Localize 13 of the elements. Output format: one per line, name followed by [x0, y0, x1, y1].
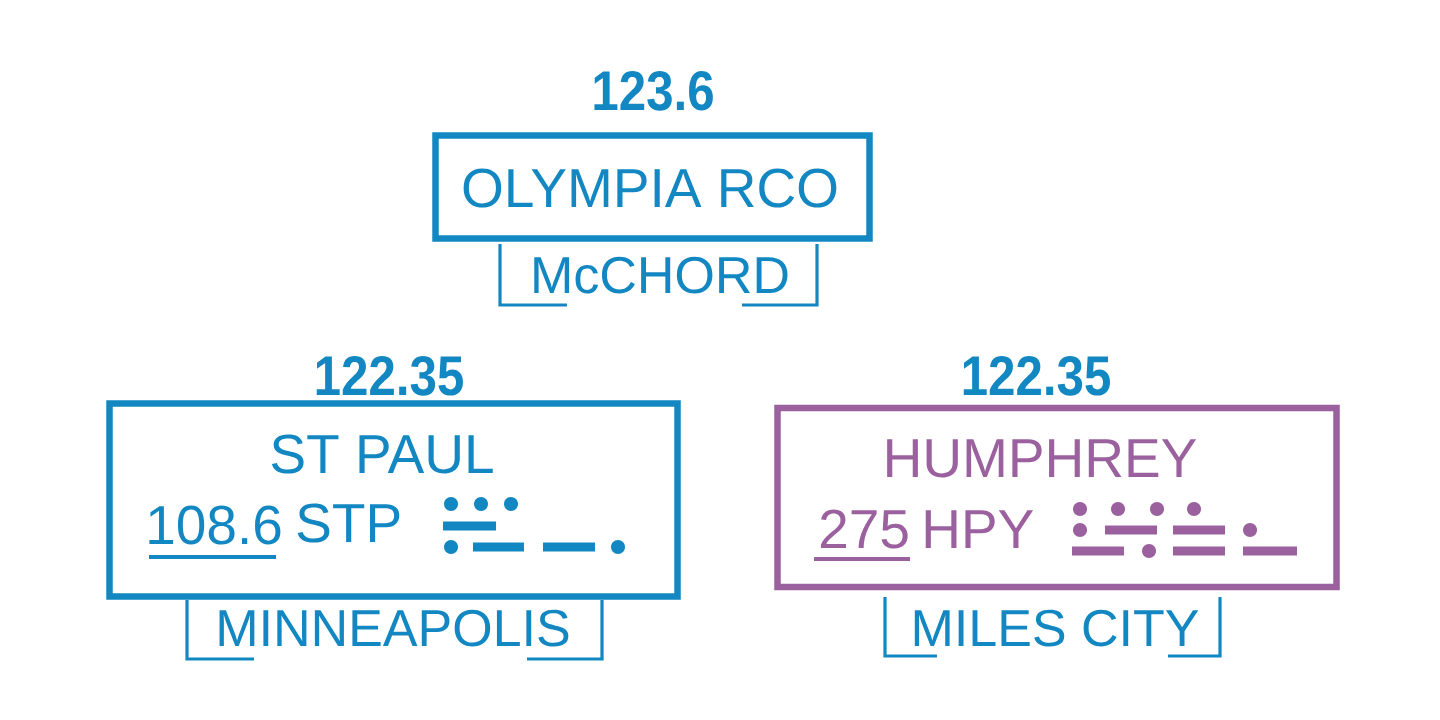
- facility-name: MINNEAPOLIS: [219, 609, 569, 647]
- station-name: ST PAUL: [271, 434, 493, 474]
- underlined-frequency: 108.6: [149, 505, 281, 559]
- frequency-label: 122.35: [963, 355, 1110, 396]
- facility-name: McCHORD: [534, 256, 788, 294]
- station-name: OLYMPIA RCO: [463, 168, 837, 208]
- underlined-frequency: 275: [814, 509, 910, 561]
- frequency-label: 122.35: [316, 355, 463, 396]
- identifier: STP: [297, 503, 400, 543]
- station-name: HUMPHREY: [887, 439, 1197, 478]
- identifier: HPY: [925, 510, 1034, 548]
- frequency-label: 123.6: [594, 70, 713, 111]
- facility-name: MILES CITY: [914, 609, 1199, 647]
